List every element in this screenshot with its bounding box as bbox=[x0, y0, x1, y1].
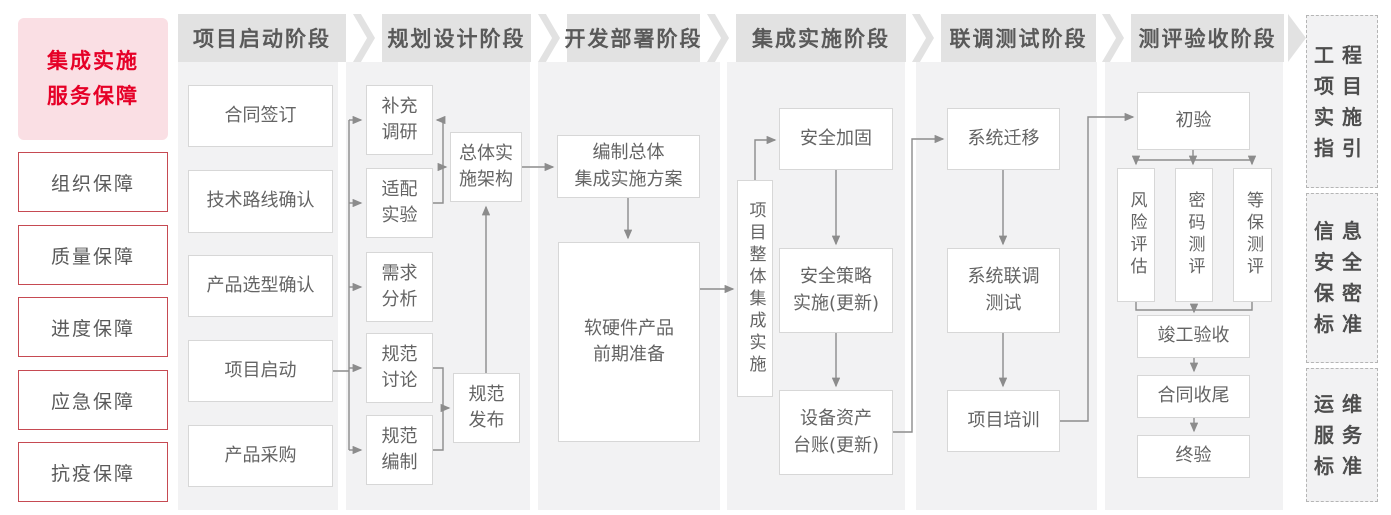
sidebar-item-organization-guarantee: 组织保障 bbox=[18, 152, 168, 212]
standard-info-security-confidentiality: 信息 安全 保密 标准 bbox=[1306, 193, 1378, 363]
step-security-hardening: 安全加固 bbox=[779, 108, 893, 170]
phase-header-label: 规划设计阶段 bbox=[387, 27, 526, 51]
phase-header-planning-design: 规划设计阶段 bbox=[382, 14, 531, 62]
sidebar-item-quality-guarantee: 质量保障 bbox=[18, 225, 168, 285]
sidebar-title: 集成实施 服务保障 bbox=[18, 18, 168, 140]
phase-header-integration: 集成实施阶段 bbox=[736, 14, 906, 62]
phase-header-label: 集成实施阶段 bbox=[752, 27, 890, 51]
step-spec-drafting: 规范 编制 bbox=[366, 415, 433, 485]
standard-project-implementation-guide: 工程 项目 实施 指引 bbox=[1306, 15, 1378, 188]
step-risk-assessment: 风险评估 bbox=[1117, 168, 1155, 302]
step-system-migration: 系统迁移 bbox=[947, 108, 1060, 170]
step-product-selection-confirm: 产品选型确认 bbox=[188, 255, 333, 317]
standard-om-service: 运维 服务 标准 bbox=[1306, 368, 1378, 502]
phase-header-acceptance: 测评验收阶段 bbox=[1131, 14, 1284, 62]
phase-header-label: 开发部署阶段 bbox=[564, 27, 703, 51]
step-system-joint-testing: 系统联调 测试 bbox=[947, 248, 1060, 333]
step-project-training: 项目培训 bbox=[947, 390, 1060, 452]
step-final-acceptance: 终验 bbox=[1137, 435, 1250, 478]
step-crypto-testing: 密码测评 bbox=[1175, 168, 1213, 302]
step-supplementary-research: 补充 调研 bbox=[366, 85, 433, 155]
phase-header-label: 项目启动阶段 bbox=[193, 27, 331, 51]
sidebar-item-epidemic-guarantee: 抗疫保障 bbox=[18, 442, 168, 502]
step-tech-route-confirm: 技术路线确认 bbox=[188, 170, 333, 233]
step-spec-discussion: 规范 讨论 bbox=[366, 333, 433, 403]
step-overall-integration-plan: 编制总体 集成实施方案 bbox=[557, 135, 700, 198]
step-mlps-testing: 等保测评 bbox=[1233, 168, 1272, 302]
step-requirement-analysis: 需求 分析 bbox=[366, 252, 433, 322]
step-project-kickoff: 项目启动 bbox=[188, 340, 333, 402]
step-asset-ledger-update: 设备资产 台账(更新) bbox=[779, 390, 893, 475]
step-hw-sw-preparation: 软硬件产品 前期准备 bbox=[558, 242, 700, 442]
sidebar-item-schedule-guarantee: 进度保障 bbox=[18, 297, 168, 357]
phase-header-label: 联调测试阶段 bbox=[949, 27, 1088, 51]
step-contract-closure: 合同收尾 bbox=[1137, 375, 1250, 418]
sidebar-item-emergency-guarantee: 应急保障 bbox=[18, 370, 168, 430]
phase-header-project-kickoff: 项目启动阶段 bbox=[178, 14, 346, 62]
phase-header-dev-deploy: 开发部署阶段 bbox=[564, 14, 703, 62]
step-spec-release: 规范 发布 bbox=[453, 373, 520, 443]
step-completion-acceptance: 竣工验收 bbox=[1137, 315, 1250, 358]
step-overall-integration-implementation: 项目整体集成实施 bbox=[737, 180, 773, 397]
step-contract-signing: 合同签订 bbox=[188, 85, 333, 147]
step-overall-implementation-architecture: 总体实 施架构 bbox=[450, 132, 522, 202]
phase-header-label: 测评验收阶段 bbox=[1138, 27, 1277, 51]
phase-header-joint-testing: 联调测试阶段 bbox=[941, 14, 1096, 62]
step-adaptation-test: 适配 实验 bbox=[366, 168, 433, 238]
step-product-procurement: 产品采购 bbox=[188, 425, 333, 487]
step-security-policy-implementation: 安全策略 实施(更新) bbox=[779, 248, 893, 333]
step-initial-acceptance: 初验 bbox=[1137, 92, 1250, 150]
